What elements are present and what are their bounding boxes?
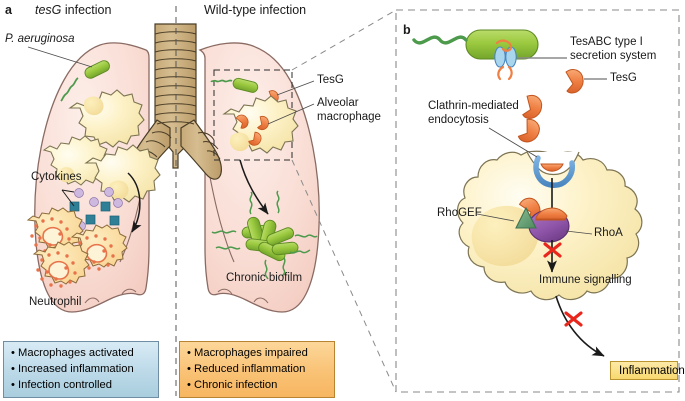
endocytosis-label-line1: Clathrin-mediated [428, 100, 519, 112]
panel-b-diagram [395, 9, 680, 393]
rhoa-label: RhoA [594, 227, 623, 239]
panel-b-dashed-border [395, 9, 680, 393]
alveolar-macrophage-group-left [42, 89, 161, 203]
rhogef-triangle [515, 206, 537, 229]
cytokine-leader-lines [61, 189, 75, 207]
outcome-item: • Macrophages activated [11, 347, 134, 359]
panel-a-letter: a [5, 3, 12, 17]
inflammation-arrow [555, 295, 605, 357]
chronic-biofilm-label: Chronic biofilm [226, 272, 303, 284]
neutrophil-label: Neutrophil [29, 296, 82, 308]
alveolar-macrophage-right [222, 95, 299, 154]
tesg-label-panel-a: TesG [317, 74, 344, 86]
panel-a-title-left-italic: tesG [35, 3, 62, 17]
p-aeruginosa-leader-line [27, 46, 93, 68]
outcome-box-wild-type-infection: • Macrophages impaired • Reduced inflamm… [179, 341, 335, 398]
blocked-cross-icon-1 [543, 242, 562, 258]
tesg-secreted-molecules [517, 69, 584, 143]
immune-signalling-label: Immune signalling [539, 274, 632, 286]
p-aeruginosa-bacterium [60, 60, 110, 102]
inflammation-label: Inflammation [619, 365, 685, 377]
outcome-box-tesg-infection: • Macrophages activated • Increased infl… [3, 341, 159, 398]
cytokines-label: Cytokines [31, 171, 82, 183]
rhogef-label: RhoGEF [437, 207, 482, 219]
outcome-item: • Increased inflammation [11, 362, 134, 375]
panel-b-letter: b [403, 23, 411, 37]
outcome-item: • Infection controlled [11, 378, 112, 391]
secretion-system-label-line1: TesABC type I [570, 36, 643, 48]
alveolar-macrophage-label-line1: Alveolar [317, 97, 359, 109]
panel-a-leader-lines [267, 80, 315, 125]
outcome-item: • Reduced inflammation [187, 362, 306, 375]
panel-b-leader-lines [517, 57, 607, 80]
chronic-biofilm-cluster [211, 190, 318, 280]
secretion-channel-left [494, 46, 506, 68]
neutrophil-cluster [26, 207, 128, 288]
inflammation-box: Inflammation [610, 361, 685, 380]
panel-a-title-left: tesG infection [35, 3, 111, 18]
outcome-item: • Macrophages impaired [187, 347, 308, 359]
panel-b-thin-leaders [476, 127, 593, 235]
clathrin-coat [533, 155, 575, 188]
outcome-item: • Chronic infection [187, 378, 278, 391]
bacterium-with-secretion-system [412, 29, 539, 81]
alveolar-macrophage-label-line2: macrophage [317, 111, 381, 123]
blocked-cross-icon-2 [564, 311, 583, 327]
lung-diagram [26, 6, 397, 396]
biofilm-arrow [239, 159, 269, 215]
p-aeruginosa-bacterium-right [210, 77, 259, 93]
activation-arrow-left [127, 172, 142, 233]
panel-a-title-right: Wild-type infection [204, 3, 307, 17]
tesg-label-panel-b: TesG [610, 72, 637, 84]
endocytosis-label-line2: endocytosis [428, 114, 489, 126]
panel-a-title-left-rest: infection [61, 3, 112, 17]
secretion-system-label-line2: secretion system [570, 50, 657, 62]
p-aeruginosa-label: P. aeruginosa [5, 33, 75, 45]
zoom-callout-lines [291, 9, 397, 393]
